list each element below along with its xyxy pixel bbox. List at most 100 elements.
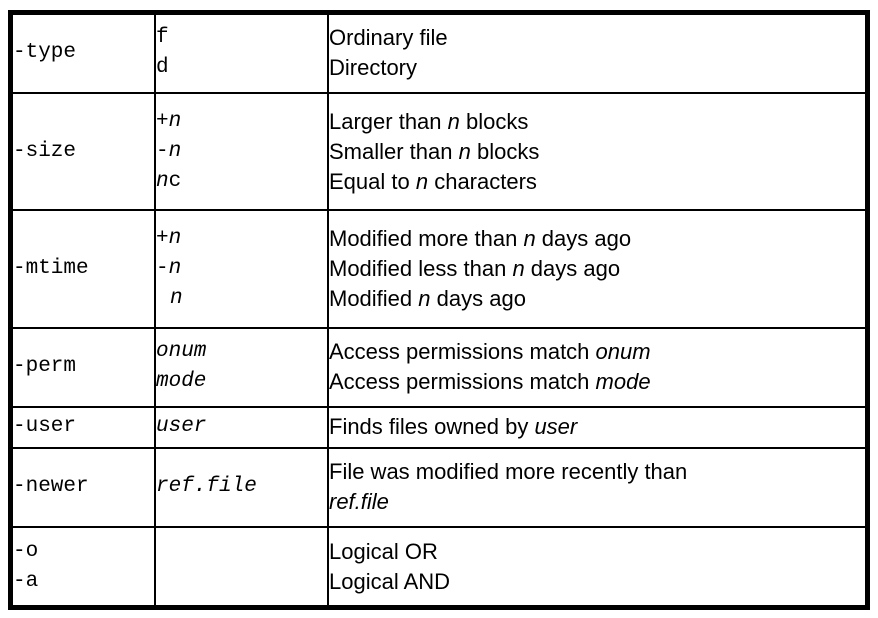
description-line: File was modified more recently than	[329, 457, 865, 487]
description-line: Equal to n characters	[329, 167, 865, 197]
text-run: Larger than	[329, 108, 448, 134]
argument-line: onum	[156, 337, 327, 367]
metavariable: n	[523, 226, 536, 252]
metavariable: n	[418, 286, 431, 312]
option-line: -newer	[13, 475, 89, 499]
text-run: days ago	[430, 286, 526, 312]
metavariable: n	[168, 139, 182, 163]
metavariable: user	[156, 415, 207, 439]
argument-cell-user: user	[154, 406, 329, 449]
metavariable: n	[458, 138, 471, 164]
text-run: Access permissions match	[329, 339, 596, 365]
metavariable: n	[168, 227, 182, 251]
argument-line: d	[156, 53, 327, 83]
argument-line: nc	[156, 167, 327, 197]
description-line: Modified more than n days ago	[329, 224, 865, 254]
text-run: days ago	[524, 256, 621, 282]
description-line: Logical OR	[329, 537, 865, 567]
text-run: Smaller than	[329, 138, 459, 164]
description-cell-user: Finds files owned by user	[327, 406, 865, 449]
argument-line: f	[156, 23, 327, 53]
description-line: ref.file	[329, 487, 865, 517]
text-run: Equal to	[329, 168, 416, 194]
description-cell-newer: File was modified more recently than ref.…	[327, 446, 865, 529]
argument-line: +n	[156, 107, 327, 137]
argument-cell-perm: onum mode	[154, 326, 329, 409]
text-run: Modified more than	[329, 226, 524, 252]
description-line: Smaller than n blocks	[329, 137, 865, 167]
option-line: -size	[13, 139, 77, 163]
option-cell-perm: -perm	[13, 326, 156, 409]
description-line: Access permissions match onum	[329, 337, 865, 367]
metavariable: n	[447, 108, 460, 134]
option-cell-logical: -o-a	[13, 526, 156, 605]
text-run: d	[156, 56, 169, 80]
metavariable: mode	[595, 369, 651, 395]
text-run: +	[156, 227, 169, 251]
argument-line: mode	[156, 367, 327, 397]
argument-line: user	[156, 412, 327, 442]
option-line: -type	[13, 41, 77, 65]
text-run: File was modified more recently than	[329, 459, 688, 485]
metavariable: n	[170, 287, 183, 311]
argument-cell-logical	[154, 526, 329, 605]
metavariable: n	[168, 109, 182, 133]
text-run: days ago	[535, 226, 632, 252]
metavariable: mode	[156, 370, 207, 394]
metavariable: n	[415, 168, 429, 194]
description-line: Access permissions match mode	[329, 367, 865, 397]
option-cell-mtime: -mtime	[13, 209, 156, 329]
text-run: Finds files owned by	[329, 414, 535, 440]
option-line: -user	[13, 415, 77, 439]
text-run: characters	[428, 168, 537, 194]
description-line: Larger than n blocks	[329, 107, 865, 137]
metavariable: ref.file	[329, 489, 389, 515]
text-run: -	[156, 139, 169, 163]
option-line: -o	[13, 539, 39, 563]
description-line: Directory	[329, 53, 865, 83]
option-line: -mtime	[13, 257, 89, 281]
description-line: Ordinary file	[329, 23, 865, 53]
option-cell-user: -user	[13, 406, 156, 449]
description-line: Finds files owned by user	[329, 412, 865, 442]
text-run: Modified	[329, 286, 419, 312]
text-run: blocks	[470, 138, 540, 164]
metavariable: user	[534, 414, 578, 440]
description-line: Modified n days ago	[329, 284, 865, 314]
argument-cell-newer: ref.file	[154, 446, 329, 529]
option-line: -perm	[13, 355, 77, 379]
metavariable: n	[156, 169, 169, 193]
text-run: f	[156, 26, 169, 50]
text-run: +	[156, 109, 169, 133]
argument-line: -n	[156, 254, 327, 284]
text-run: Ordinary file	[329, 25, 448, 51]
text-run: Logical AND	[329, 568, 451, 594]
text-run: c	[168, 169, 182, 193]
option-cell-size: -size	[13, 91, 156, 212]
metavariable: onum	[156, 340, 207, 364]
text-run: Access permissions match	[329, 369, 596, 395]
metavariable: ref.file	[156, 475, 257, 499]
argument-line: -n	[156, 137, 327, 167]
argument-line: n	[156, 284, 327, 314]
metavariable: n	[168, 257, 182, 281]
